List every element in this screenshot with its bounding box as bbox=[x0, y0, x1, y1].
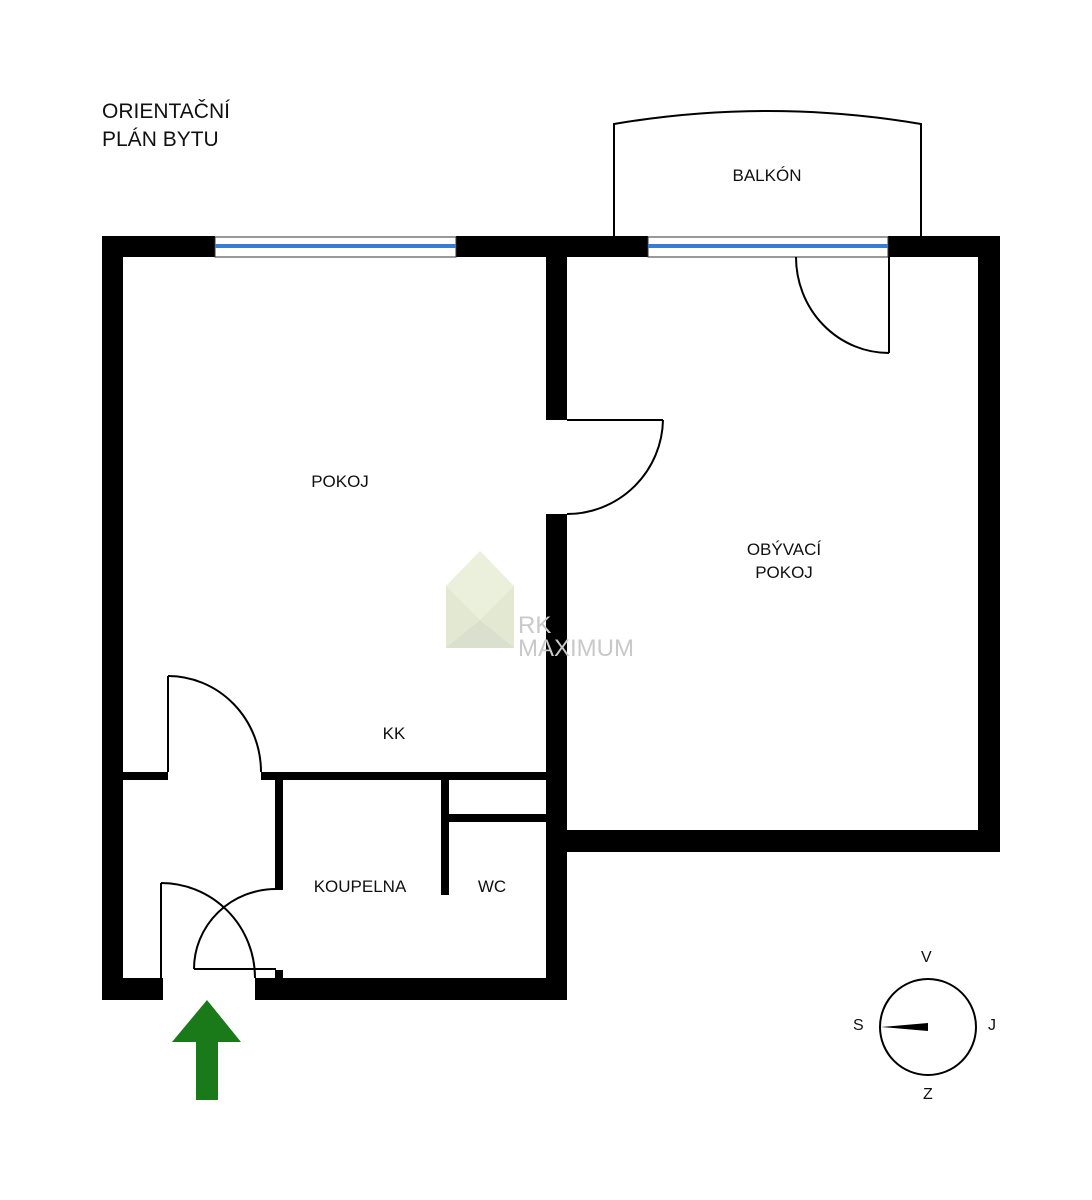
compass-label-west: S bbox=[853, 1017, 864, 1034]
window-left bbox=[214, 236, 457, 258]
room-label-obyvaci-pokoj: OBÝVACÍ POKOJ bbox=[724, 538, 844, 584]
plan-title-line2: PLÁN BYTU bbox=[102, 128, 219, 151]
door-balcony-icon bbox=[795, 256, 890, 354]
plan-title: ORIENTAČNÍ PLÁN BYTU bbox=[102, 98, 230, 154]
room-label-kk: KK bbox=[382, 724, 406, 743]
walls bbox=[102, 236, 1000, 1000]
balcony bbox=[613, 110, 922, 237]
door-entrance-icon bbox=[160, 882, 256, 979]
door-kk-icon bbox=[167, 675, 262, 773]
watermark-logo-icon bbox=[446, 551, 514, 648]
door-living-room-icon bbox=[566, 419, 664, 515]
compass-label-south: Z bbox=[923, 1086, 933, 1103]
room-label-koupelna: KOUPELNA bbox=[313, 877, 407, 896]
room-label-obyvaci-line2: POKOJ bbox=[755, 563, 813, 582]
compass-label-east: J bbox=[988, 1017, 996, 1034]
watermark-text: RK MAXIMUM bbox=[518, 612, 634, 662]
arrow-up-icon bbox=[172, 1000, 241, 1100]
room-label-balkon: BALKÓN bbox=[732, 166, 802, 185]
watermark-line2: MAXIMUM bbox=[518, 635, 634, 662]
compass-icon bbox=[879, 978, 977, 1076]
watermark-line1: RK bbox=[518, 612, 552, 639]
room-label-wc: WC bbox=[477, 877, 507, 896]
plan-title-line1: ORIENTAČNÍ bbox=[102, 100, 230, 123]
room-label-obyvaci-line1: OBÝVACÍ bbox=[746, 540, 822, 559]
compass-label-north: V bbox=[921, 949, 932, 966]
room-label-pokoj: POKOJ bbox=[311, 472, 369, 491]
window-right bbox=[647, 236, 889, 258]
door-koupelna-icon bbox=[193, 888, 277, 970]
